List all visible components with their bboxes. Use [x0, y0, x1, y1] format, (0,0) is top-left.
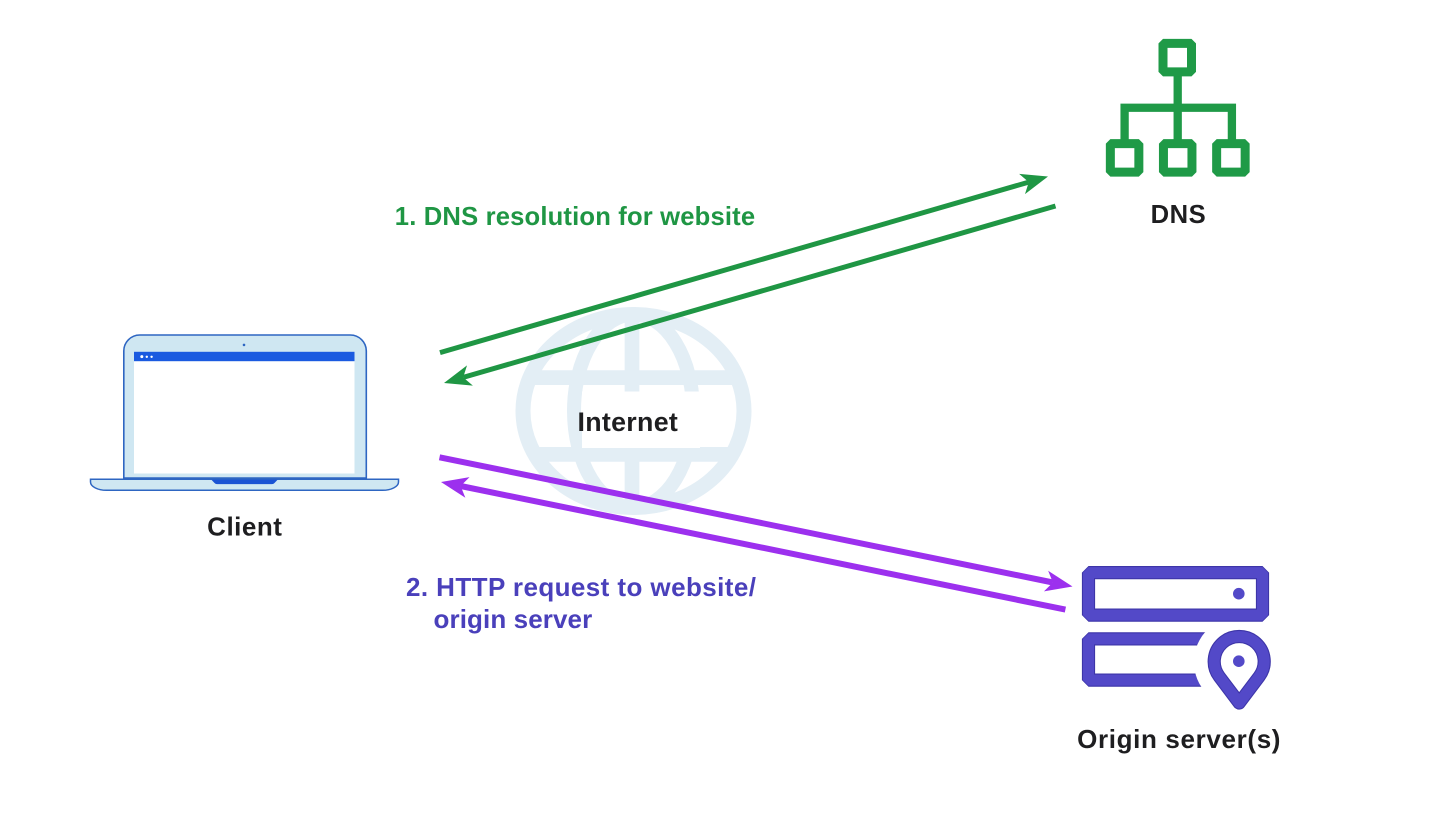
svg-text:Origin server(s): Origin server(s)	[1077, 724, 1281, 754]
svg-text:Internet: Internet	[577, 407, 678, 437]
svg-text:origin server: origin server	[434, 604, 593, 634]
svg-text:2. HTTP request to website/: 2. HTTP request to website/	[406, 572, 756, 602]
svg-text:DNS: DNS	[1151, 201, 1207, 229]
svg-text:Client: Client	[207, 512, 282, 542]
svg-text:1. DNS resolution for website: 1. DNS resolution for website	[395, 203, 755, 231]
